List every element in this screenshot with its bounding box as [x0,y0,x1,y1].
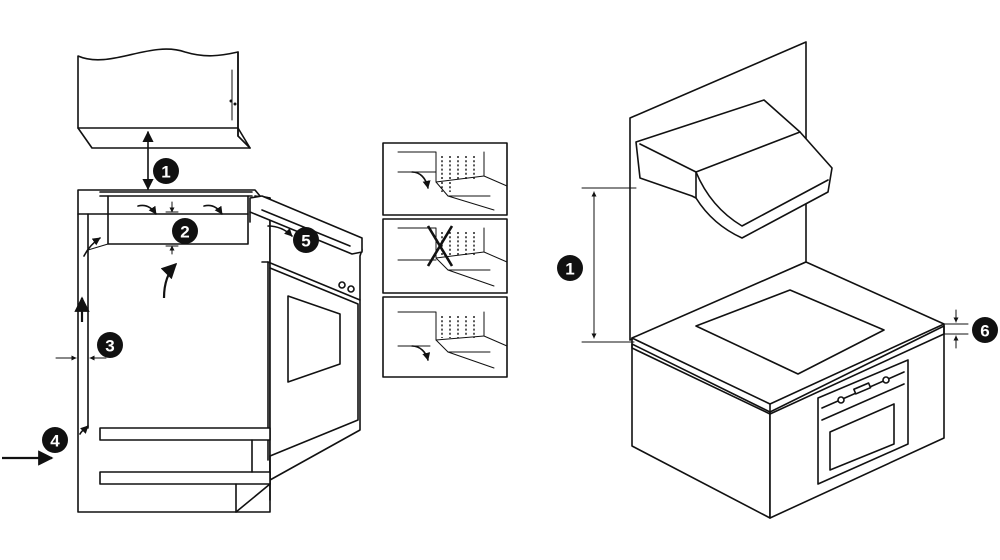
airflow-arrow-b [203,204,223,215]
plinth [99,427,271,513]
callout-6-label: 6 [980,322,989,341]
cooker [249,195,363,501]
callout-3-label: 3 [105,337,114,356]
callout-3: 3 [97,332,123,358]
range-hood [635,99,833,239]
callout-1-left-label: 1 [161,163,170,182]
airflow-arrow-d [83,237,101,257]
clearance-dimension-1 [581,187,637,343]
gap-marker-3 [55,349,107,367]
callout-2-label: 2 [180,223,189,242]
airflow-arrow-a [137,204,157,215]
wall-cabinet [77,48,251,149]
built-in-oven [817,359,909,485]
callout-1-right: 1 [557,255,583,281]
detail-panels [382,142,508,378]
panel-middle [382,218,508,294]
callout-5-label: 5 [301,232,310,251]
left-illustration-cooker: 1 2 3 4 5 [2,48,363,513]
callout-6: 6 [972,317,998,343]
cross-mark-icon [426,225,454,267]
gap-marker-2 [165,201,179,255]
right-illustration-hob: 1 6 [557,41,998,519]
callout-1-left: 1 [153,158,179,184]
airflow-arrow-g [267,225,293,237]
callout-4-label: 4 [50,432,60,451]
panel-bottom [382,296,508,378]
airflow-arrow-c [160,262,178,299]
hob [695,289,885,375]
airflow-arrow-f [79,425,89,435]
thickness-dimension-6 [943,309,969,349]
callout-1-right-label: 1 [565,260,574,279]
callout-5: 5 [293,227,319,253]
panel-top [382,142,508,216]
callout-4: 4 [42,427,68,453]
callout-2: 2 [172,218,198,244]
